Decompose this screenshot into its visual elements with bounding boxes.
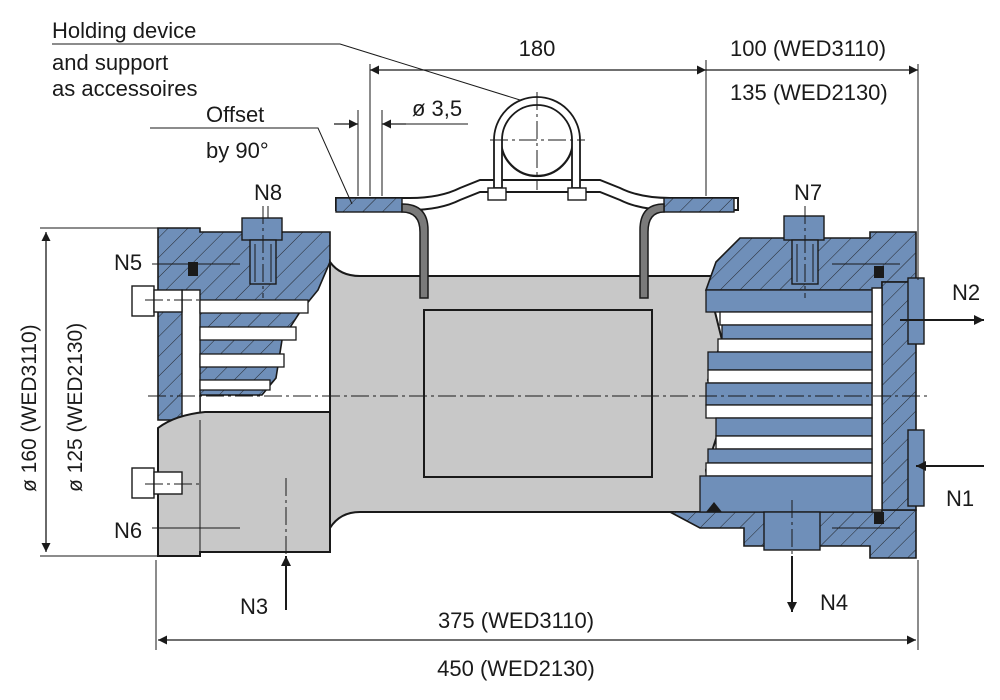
left-tube-plate: [181, 289, 201, 421]
left-foot-block: [335, 197, 403, 213]
port-label-n3: N3: [240, 594, 268, 619]
dim-inner-diameter: ø 125 (WED2130): [64, 323, 87, 492]
offset-label-line2: by 90°: [206, 138, 269, 163]
port-label-n5: N5: [114, 250, 142, 275]
right-end-assembly: [669, 206, 925, 566]
port-label-n8: N8: [254, 180, 282, 205]
port-label-n7: N7: [794, 180, 822, 205]
holding-device-label-line2: and support: [52, 50, 168, 75]
shell-body: [329, 258, 724, 552]
weld-mark: [706, 502, 722, 512]
dim-180: 180: [519, 36, 556, 61]
left-seal: [188, 262, 198, 276]
dim-length-wed3110: 375 (WED3110): [438, 608, 594, 633]
dim-right-offset-wed2130: 135 (WED2130): [730, 80, 888, 105]
dim-right-offset-wed3110: 100 (WED3110): [730, 36, 886, 61]
right-foot-block: [663, 197, 735, 213]
holding-device-label-line1: Holding device: [52, 18, 196, 43]
left-tube-stack: [199, 299, 309, 391]
n7-fitting: [783, 206, 825, 298]
dimension-lines: [40, 43, 919, 650]
dim-length-wed2130: 450 (WED2130): [437, 656, 595, 681]
dim-hole-diameter: ø 3,5: [412, 96, 462, 121]
left-end-assembly: [131, 206, 331, 557]
right-tube-plate: [871, 287, 883, 511]
annotation-texts: Holding device and support as accessoire…: [18, 18, 980, 681]
n8-fitting: [241, 206, 283, 298]
left-hook: [401, 203, 429, 299]
right-tube-bundle: [699, 289, 873, 513]
port-label-n4: N4: [820, 590, 848, 615]
right-hook: [639, 203, 665, 299]
left-bolts: [131, 285, 183, 499]
shell-window: [423, 309, 653, 478]
left-lower-head: [157, 411, 331, 557]
port-label-n1: N1: [946, 486, 974, 511]
support-rail: [335, 179, 739, 211]
offset-label-line1: Offset: [206, 102, 264, 127]
clamp-nuts: [487, 187, 587, 201]
holding-device: [335, 92, 739, 299]
port-label-n6: N6: [114, 518, 142, 543]
holding-device-label-line3: as accessoires: [52, 76, 198, 101]
flow-arrows: [281, 315, 984, 612]
right-seal-bottom: [874, 512, 884, 524]
dim-outer-diameter: ø 160 (WED3110): [18, 324, 41, 492]
right-seal-top: [874, 266, 884, 278]
port-label-n2: N2: [952, 280, 980, 305]
n4-outlet: [763, 500, 821, 566]
